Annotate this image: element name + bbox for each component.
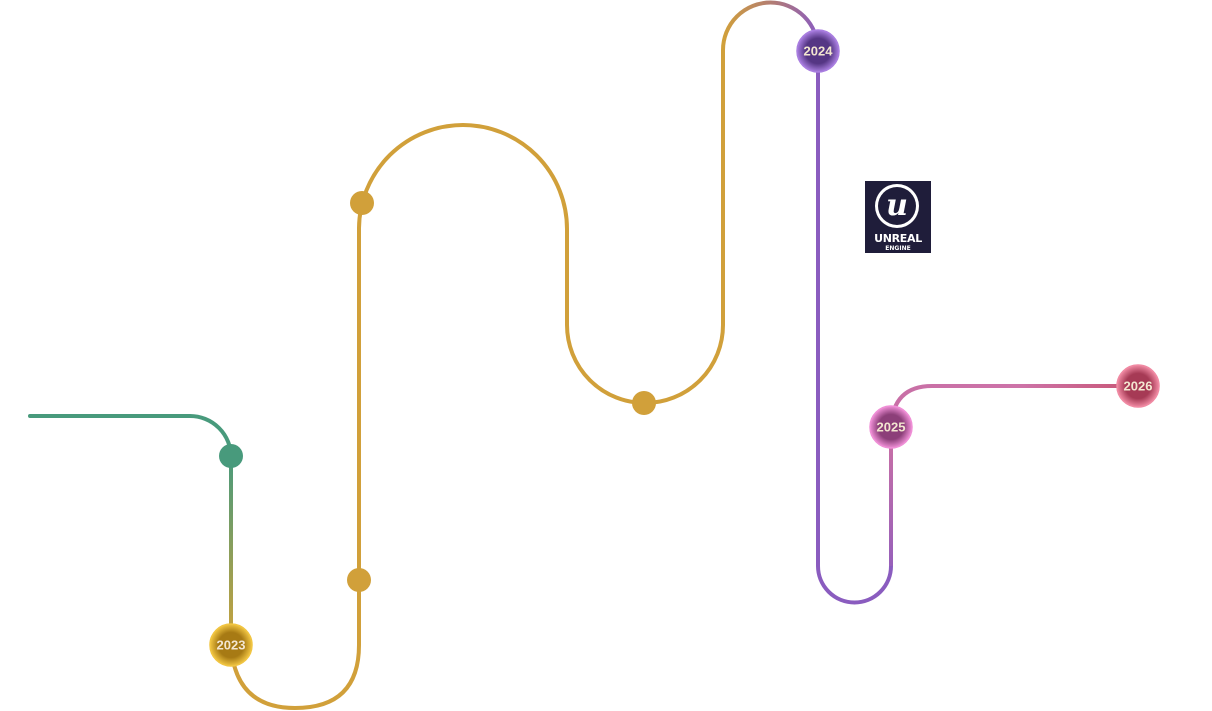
path-segment-pink (889, 384, 1137, 428)
unreal-engine-logo: u UNREAL ENGINE (865, 181, 931, 253)
checkpoint-dot-gold-3[interactable] (632, 391, 656, 415)
path-segment-green (28, 414, 233, 459)
milestone-2026[interactable]: 2026 (1116, 364, 1160, 408)
milestone-2025[interactable]: 2025 (869, 405, 913, 449)
logo-sub-text: ENGINE (885, 245, 911, 252)
path-segment-purple (816, 50, 893, 605)
milestone-year-2024: 2024 (804, 44, 834, 59)
checkpoint-dot-gold-2[interactable] (347, 568, 371, 592)
milestone-year-2026: 2026 (1124, 379, 1153, 394)
milestone-2024[interactable]: 2024 (796, 29, 840, 73)
logo-brand-text: UNREAL (874, 232, 922, 245)
unreal-logo-circle-icon: u (875, 184, 919, 228)
milestone-year-2025: 2025 (877, 420, 906, 435)
unreal-u-glyph: u (886, 188, 908, 223)
path-segment-gold-to-purple (721, 0, 820, 51)
checkpoint-dot-green[interactable] (219, 444, 243, 468)
milestone-year-2023: 2023 (217, 638, 246, 653)
milestone-2023[interactable]: 2023 (209, 623, 253, 667)
path-segment-gold (229, 50, 725, 711)
checkpoint-dot-gold-1[interactable] (350, 191, 374, 215)
